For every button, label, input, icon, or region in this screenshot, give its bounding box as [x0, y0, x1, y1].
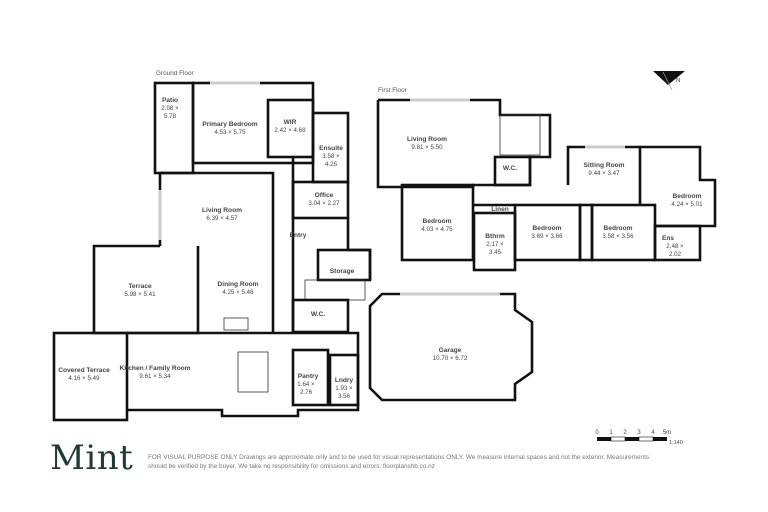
scale-tick: 1 — [609, 430, 613, 436]
room-name: Dining Room — [217, 281, 258, 288]
scale-tick: 3 — [637, 430, 641, 436]
north-arrow-icon: N — [653, 71, 685, 91]
room-name: Patio — [162, 97, 178, 104]
room-dims: 9.44 × 3.47 — [588, 170, 620, 177]
ground-floor-walls — [52, 81, 534, 422]
room-dims: 3.56 — [338, 393, 351, 400]
room-dims: 3.04 × 2.27 — [308, 200, 340, 207]
room-wc: W.C. — [311, 311, 325, 318]
room-first-wc: W.C. — [503, 165, 517, 172]
room-name: WIR — [284, 119, 297, 126]
room-name: Covered Terrace — [58, 367, 110, 374]
north-label: N — [676, 78, 680, 84]
room-name: Living Room — [202, 207, 242, 214]
first-floor-label: First Floor — [378, 87, 408, 94]
room-name: Bthrm — [485, 233, 505, 240]
room-linen: Linen — [491, 206, 509, 213]
scale-tick: 0 — [595, 430, 599, 436]
room-name: Bedroom — [604, 225, 633, 232]
room-name: Bedroom — [673, 193, 702, 200]
room-name: Garage — [439, 347, 462, 354]
room-dims: 2.48 × — [666, 243, 684, 250]
scale-tick: 4 — [651, 430, 655, 436]
first-floor-walls — [376, 98, 717, 272]
room-dims: 2.76 — [300, 389, 313, 396]
room-dims: 9.61 × 5.34 — [139, 373, 171, 380]
scale-ratio: 1:140 — [669, 440, 683, 446]
room-dims: 3.45 — [489, 249, 502, 256]
room-dims: 5.78 — [164, 113, 177, 120]
room-name: Pantry — [298, 373, 319, 380]
room-dims: 2.08 × — [161, 105, 179, 112]
room-dims: 3.58 × — [322, 153, 340, 160]
room-dims: 10.70 × 6.72 — [433, 355, 468, 362]
room-name: Sitting Room — [583, 162, 624, 169]
room-dims: 4.24 × 5.01 — [671, 201, 703, 208]
room-dims: 5.98 × 5.41 — [124, 291, 156, 298]
room-dims: 2.17 × — [486, 241, 504, 248]
room-name: Bedroom — [423, 218, 452, 225]
room-name: Living Room — [407, 136, 447, 143]
room-name: Lndry — [335, 377, 354, 384]
room-dims: 2.02 — [669, 251, 682, 258]
brand-logo: Mint — [50, 438, 134, 478]
room-dims: 9.81 × 5.50 — [411, 144, 443, 151]
scale-bar: 0 1 2 3 4 5m 1:140 — [595, 430, 682, 446]
room-name: Entry — [290, 232, 307, 239]
disclaimer: FOR VISUAL PURPOSE ONLY Drawings are app… — [148, 454, 650, 470]
room-name: Ensuite — [319, 145, 343, 152]
room-dims: 4.25 — [325, 161, 338, 168]
room-name: Bedroom — [533, 225, 562, 232]
scale-tick: 5m — [663, 430, 671, 436]
room-dims: 6.39 × 4.57 — [206, 215, 238, 222]
room-dims: 1.93 × — [335, 385, 353, 392]
room-name: W.C. — [311, 311, 325, 318]
room-name: Kitchen / Family Room — [119, 365, 190, 372]
room-name: W.C. — [503, 165, 517, 172]
room-dims: 1.64 × — [297, 381, 315, 388]
room-name: Ens — [662, 235, 674, 242]
room-name: Storage — [330, 268, 355, 275]
scale-tick: 2 — [623, 430, 627, 436]
room-name: Primary Bedroom — [202, 121, 257, 128]
room-dims: 3.69 × 3.66 — [531, 233, 563, 240]
room-storage: Storage — [330, 268, 355, 275]
room-name: Office — [315, 192, 334, 199]
room-dims: 4.25 × 5.46 — [222, 289, 254, 296]
room-dims: 2.42 × 4.68 — [274, 127, 306, 134]
room-dims: 4.53 × 5.75 — [214, 129, 246, 136]
room-name: Linen — [491, 206, 509, 213]
room-dims: 3.58 × 3.56 — [602, 233, 634, 240]
room-dims: 4.16 × 5.49 — [68, 375, 100, 382]
room-name: Terrace — [128, 283, 152, 290]
ground-floor-label: Ground Floor — [156, 70, 195, 77]
room-entry: Entry — [290, 232, 307, 239]
room-dims: 4.03 × 4.75 — [421, 226, 453, 233]
